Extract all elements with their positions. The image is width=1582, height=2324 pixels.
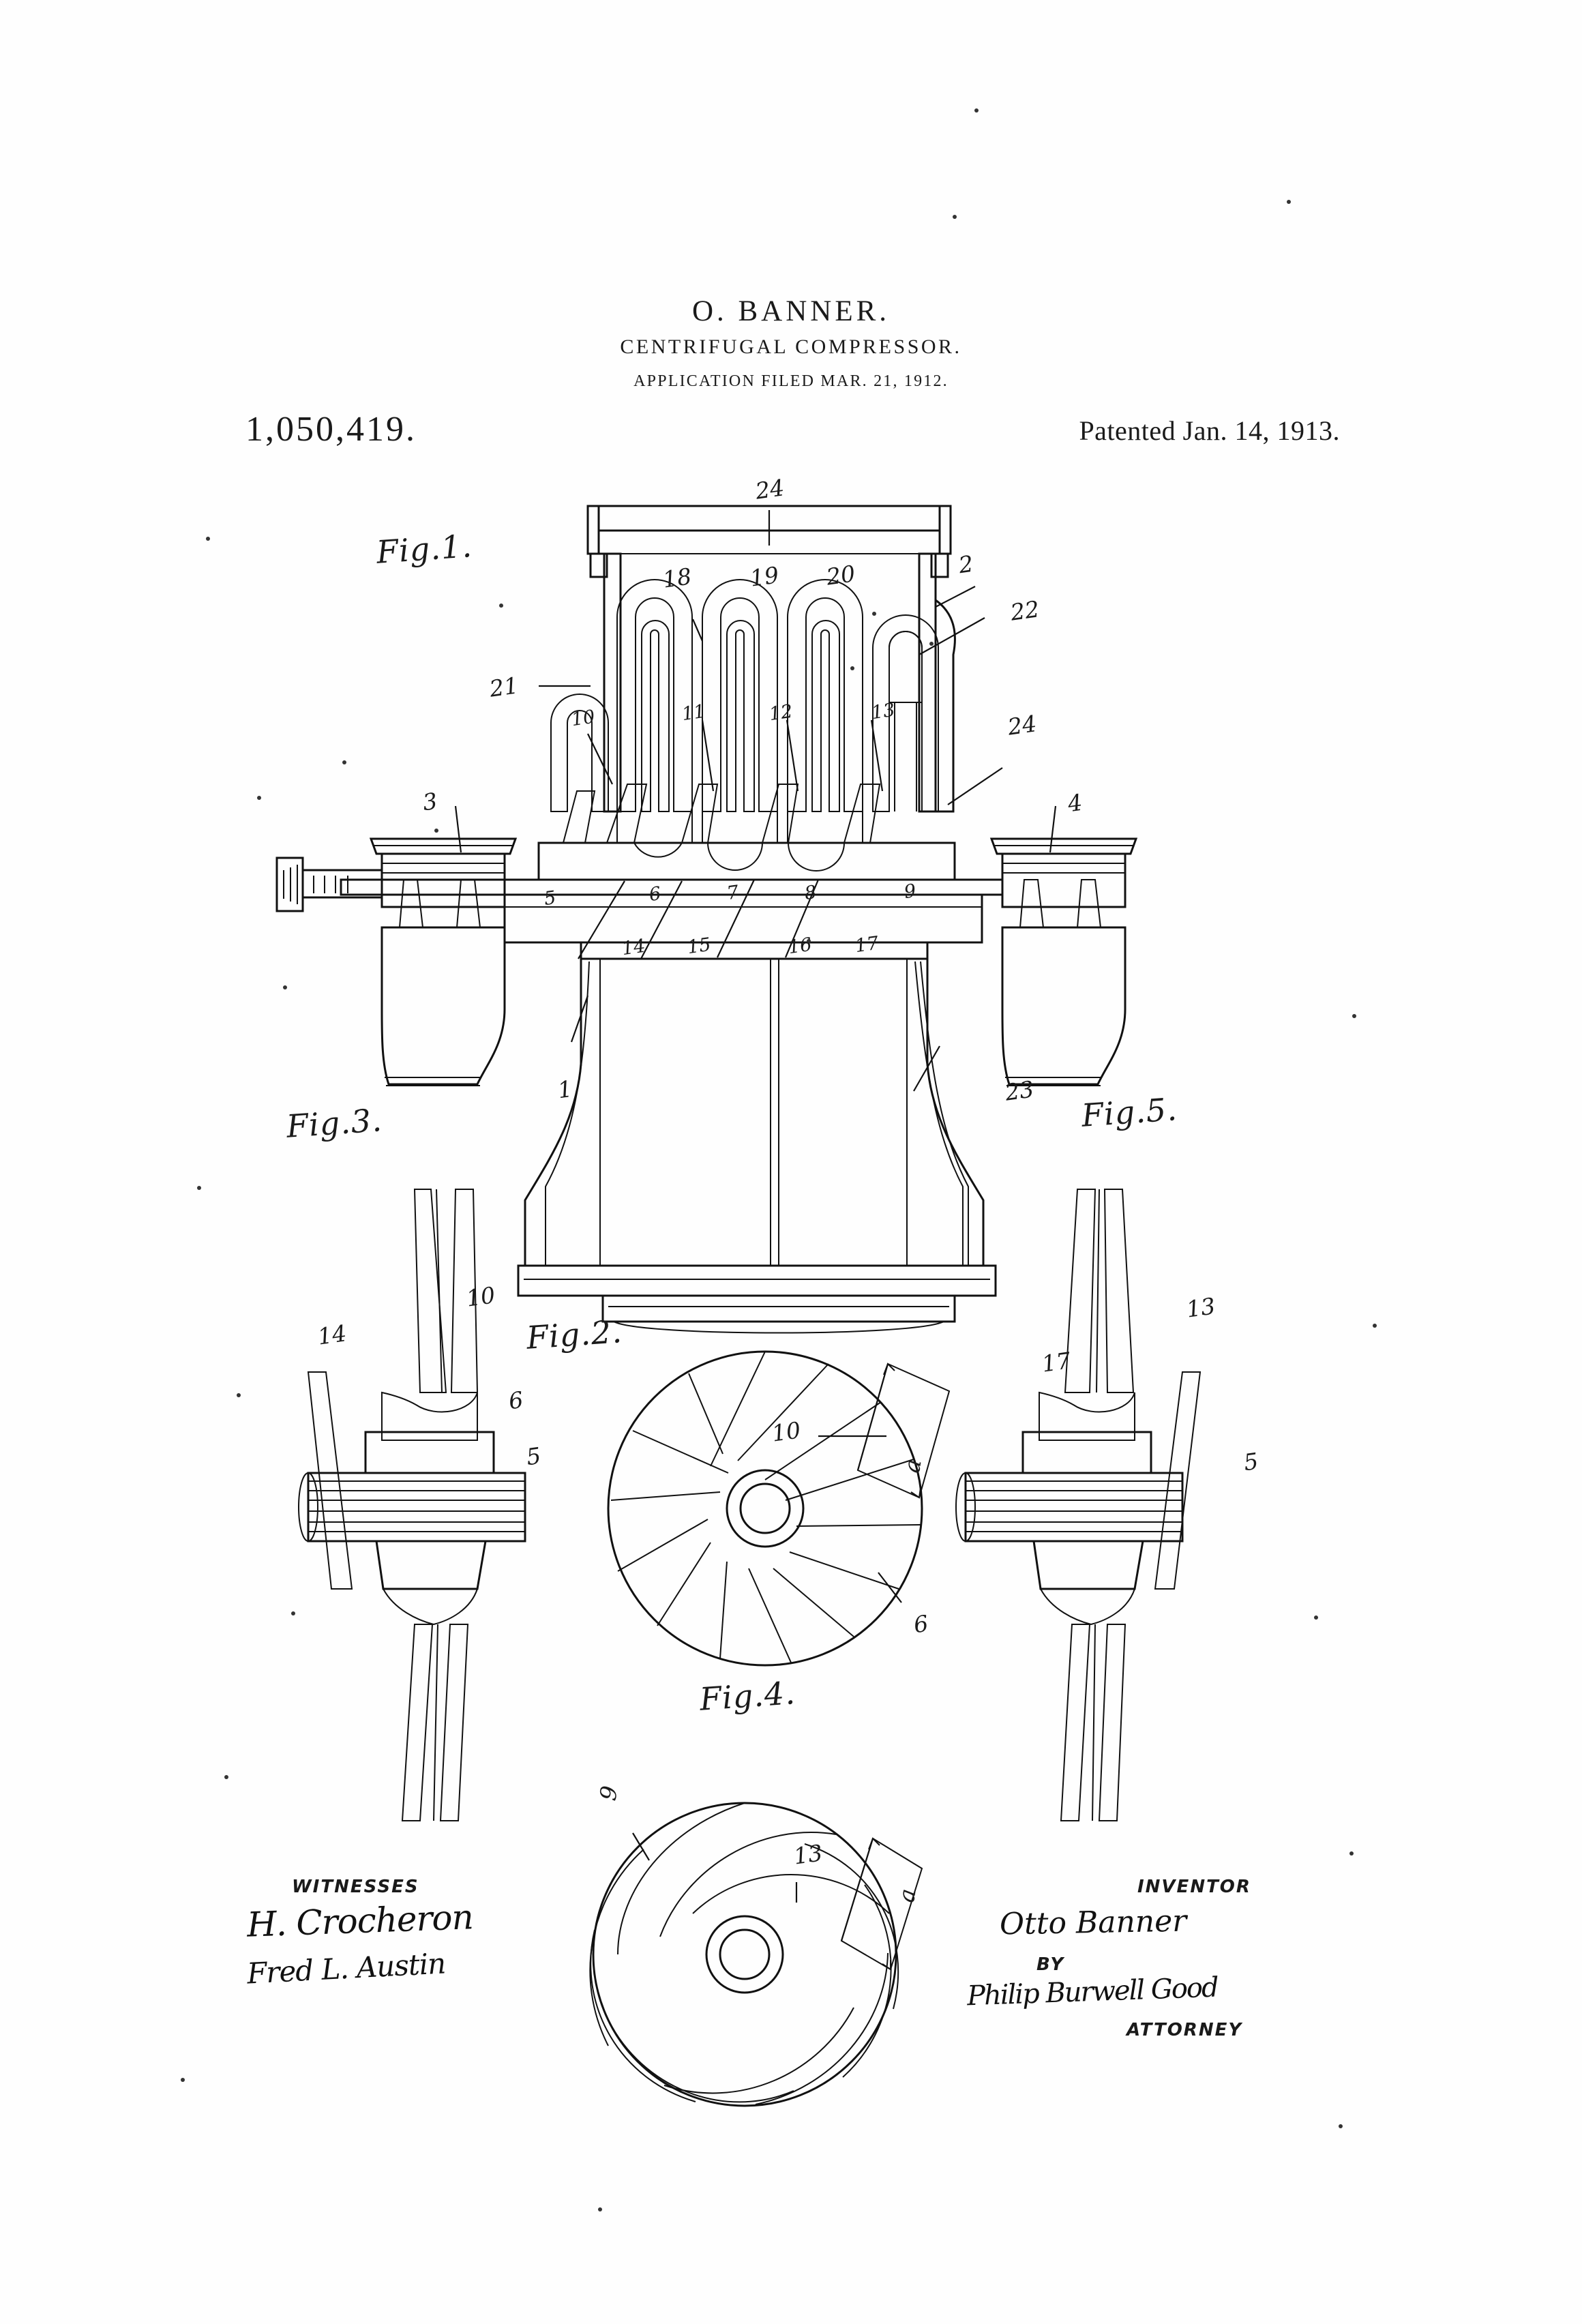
numeral-19: 19: [748, 561, 781, 592]
figure-1-sectional-elevation: [275, 505, 1138, 1334]
numeral-24-right: 24: [1006, 710, 1039, 741]
numeral-14-fig1: 14: [621, 935, 647, 960]
numeral-22: 22: [1009, 595, 1041, 626]
numeral-20: 20: [824, 560, 857, 591]
numeral-24-top: 24: [753, 474, 786, 505]
numeral-21: 21: [488, 672, 520, 702]
attorney-label: ATTORNEY: [1126, 2020, 1243, 2040]
numeral-17-fig1: 17: [854, 932, 880, 957]
fig1-right-bearing-housing: [989, 837, 1138, 1086]
numeral-23: 23: [1003, 1075, 1036, 1106]
fig1-outer-casing: [603, 552, 956, 813]
patent-invention-title: CENTRIFUGAL COMPRESSOR.: [620, 336, 962, 358]
numeral-13-fig4: 13: [792, 1839, 824, 1870]
numeral-14-fig3: 14: [316, 1320, 348, 1350]
figure-1-leader-lines: [454, 510, 1057, 1092]
by-label: BY: [1036, 1954, 1065, 1975]
fig1-top-cover: [586, 505, 952, 578]
patent-inventor-name: O. BANNER.: [691, 295, 891, 327]
fig1-internal-passages: [550, 579, 939, 843]
numeral-10-fig1: 10: [570, 706, 597, 731]
patent-date: Patented Jan. 14, 1913.: [1079, 415, 1340, 446]
numeral-13-fig5: 13: [1184, 1292, 1217, 1323]
figure-4-caption: Fig.4.: [698, 1674, 797, 1718]
figure-3-rotor-detail: [298, 1189, 526, 1821]
fig1-main-shaft: [340, 878, 1004, 960]
numeral-15: 15: [686, 934, 713, 959]
numeral-13-fig1: 13: [870, 699, 897, 724]
witnesses-label: WITNESSES: [292, 1877, 419, 1897]
fig1-left-bearing-housing: [275, 837, 518, 1086]
numeral-16: 16: [787, 934, 814, 959]
numeral-10-fig2: 10: [770, 1416, 803, 1447]
figure-4-impeller-plan: [589, 1802, 923, 2107]
numeral-18: 18: [661, 563, 693, 593]
fig1-diffuser-block: [537, 784, 956, 881]
figure-5-rotor-detail: [955, 1189, 1202, 1821]
witness-signature-1: H. Crocheron: [246, 1897, 474, 1945]
numeral-12: 12: [768, 700, 794, 726]
figure-2-impeller-plan: [607, 1350, 951, 1667]
patent-number: 1,050,419.: [245, 410, 417, 449]
patent-application-line: APPLICATION FILED MAR. 21, 1912.: [633, 372, 949, 390]
fig1-lower-body: [517, 957, 997, 1334]
numeral-17-fig5: 17: [1040, 1347, 1073, 1377]
figure-2-caption: Fig.2.: [525, 1313, 624, 1356]
numeral-10-fig3: 10: [464, 1281, 497, 1312]
inventor-label: INVENTOR: [1137, 1877, 1251, 1897]
figure-1-caption: Fig.1.: [375, 527, 474, 571]
figure-5-caption: Fig.5.: [1080, 1090, 1179, 1134]
scan-speckles: [181, 108, 1377, 2211]
inventor-signature: Otto Banner: [999, 1903, 1187, 1942]
figure-3-caption: Fig.3.: [285, 1101, 384, 1145]
numeral-11: 11: [681, 700, 707, 726]
